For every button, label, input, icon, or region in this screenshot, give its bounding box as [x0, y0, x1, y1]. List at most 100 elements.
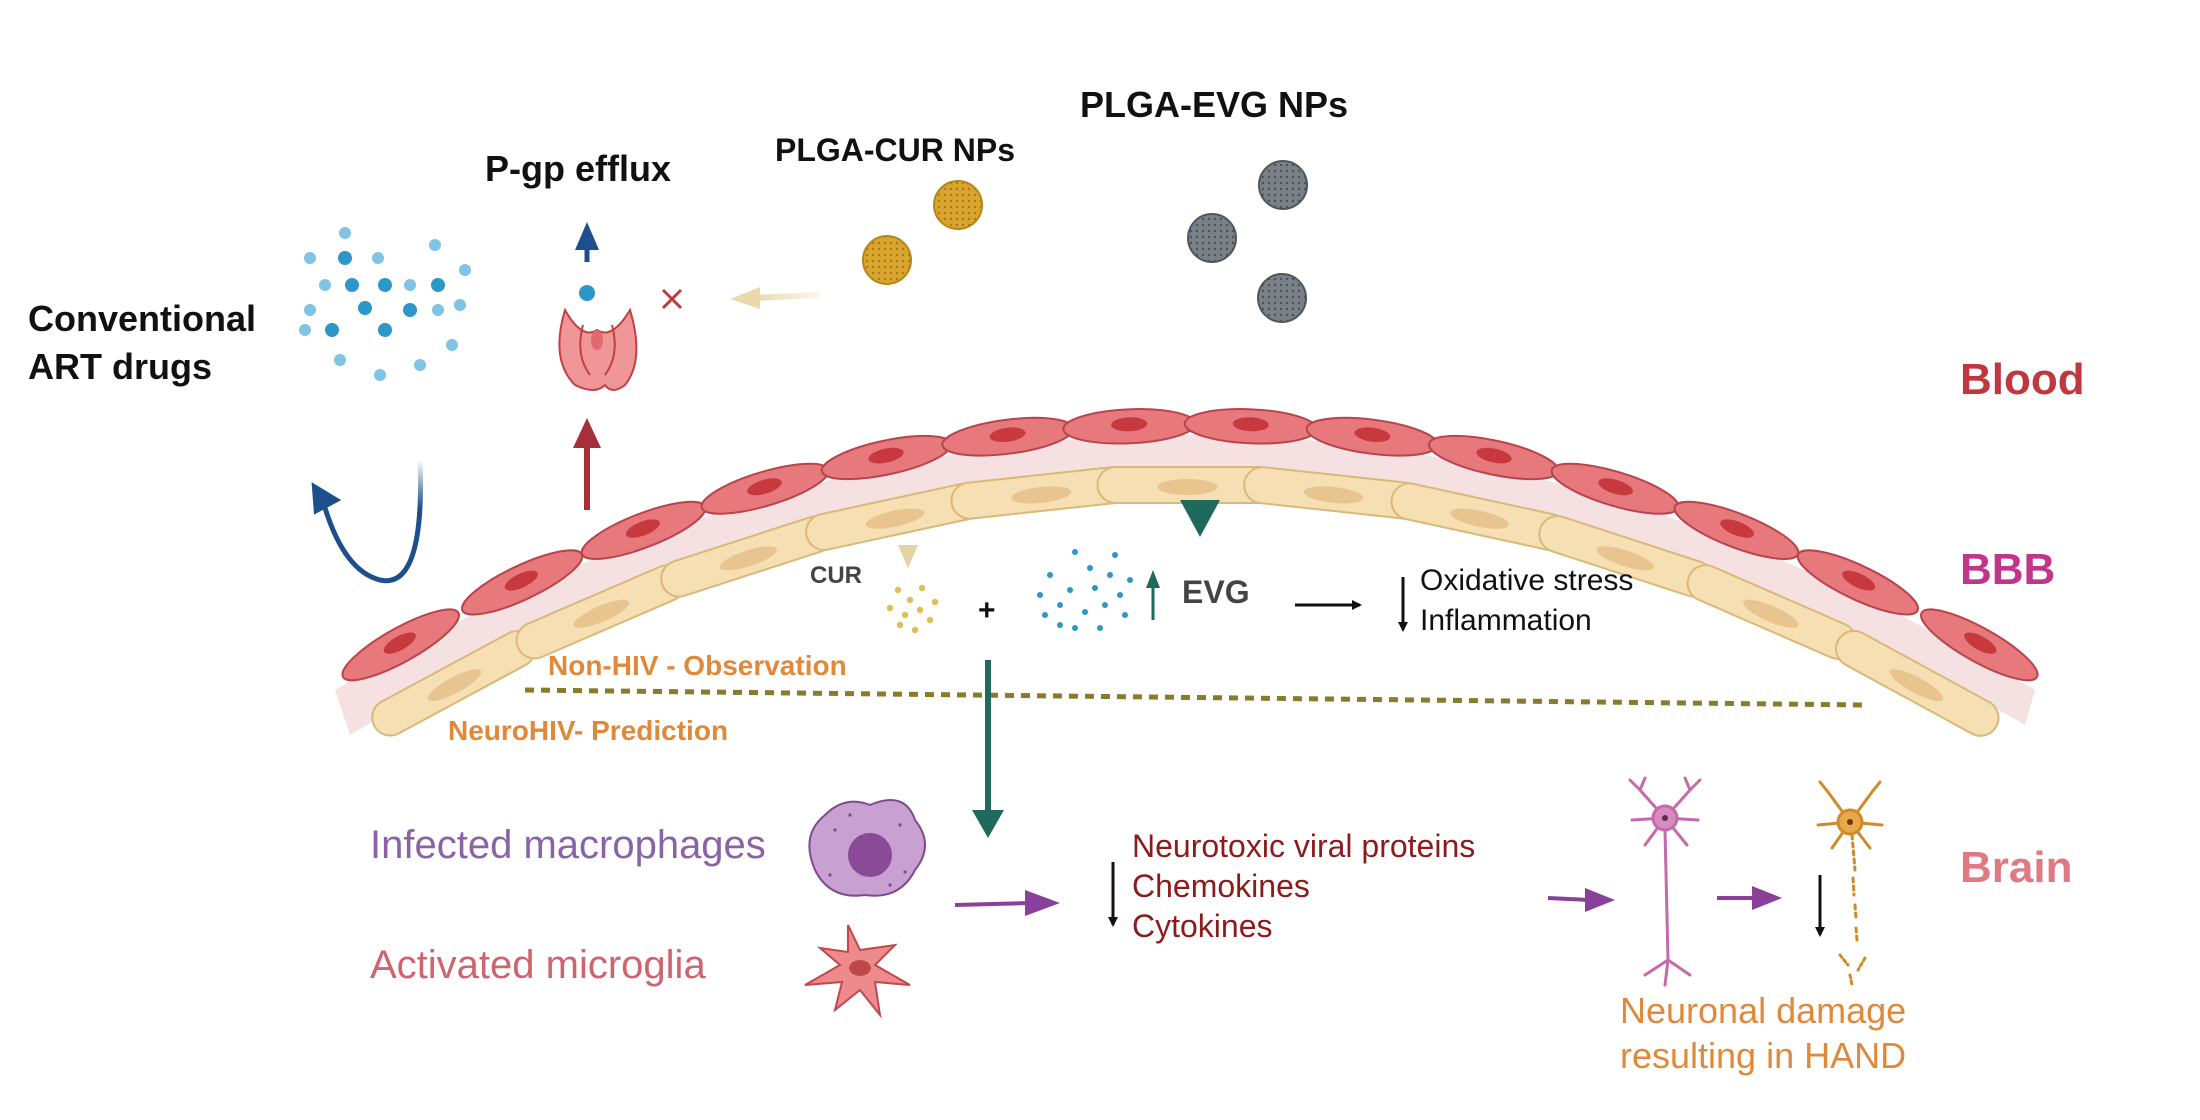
- pgp-up-arrowhead: [573, 418, 601, 448]
- healthy-neuron-icon: [1628, 776, 1702, 987]
- pgp-transporter-icon: [558, 307, 638, 391]
- drug-dot: [414, 359, 426, 371]
- drug-dot: [304, 304, 316, 316]
- evg-particle-dot: [1087, 565, 1093, 571]
- endothelial-layer: [341, 408, 2039, 682]
- evg-particles: [1037, 549, 1133, 631]
- drug-dot: [429, 239, 441, 251]
- drug-dot: [345, 278, 359, 292]
- drug-dot: [319, 279, 331, 291]
- bounce-back-arrow: [317, 459, 423, 584]
- cur-particle-dot: [918, 584, 926, 592]
- endothelial-cell: [1920, 608, 2039, 682]
- efflux-arrowhead: [575, 222, 599, 250]
- drug-dot: [431, 278, 445, 292]
- basement-membrane: [335, 435, 2035, 735]
- purple-arrow-1: [954, 901, 1031, 907]
- pgp-efflux-label: P-gp efflux: [485, 148, 671, 189]
- evg-particle-dot: [1127, 577, 1133, 583]
- drug-dot: [339, 227, 351, 239]
- evg-particle-dot: [1092, 585, 1098, 591]
- microglia-icon: [804, 924, 911, 1019]
- plga-evg-label: PLGA-EVG NPs: [1080, 84, 1349, 125]
- evg-particle-dot: [1107, 572, 1113, 578]
- purple-arrowhead-2: [1585, 888, 1615, 912]
- drug-dot: [325, 323, 339, 337]
- evg-nanoparticle-icon: [1187, 213, 1237, 263]
- drug-dot: [378, 278, 392, 292]
- astrocyte-endfoot: [1835, 629, 2000, 737]
- evg-particle-dot: [1037, 592, 1043, 598]
- cur-label: CUR: [810, 562, 862, 589]
- cur-nanoparticle-icon: [933, 180, 983, 230]
- inflammation-label: Inflammation: [1420, 604, 1592, 637]
- drug-dot: [338, 251, 352, 265]
- drug-dot: [454, 299, 466, 311]
- astrocyte-endfoot: [1243, 466, 1425, 520]
- neurotoxic-proteins-label: Neurotoxic viral proteins: [1132, 828, 1476, 864]
- purple-arrowhead-1: [1025, 890, 1060, 916]
- evg-particle-dot: [1117, 592, 1123, 598]
- cur-particle-dot: [916, 606, 924, 614]
- endothelial-cell: [1796, 549, 1919, 616]
- cur-particles: [886, 584, 939, 634]
- purple-arrow-2: [1547, 896, 1591, 902]
- drug-dot: [432, 304, 444, 316]
- neuronal-damage-label-2: resulting in HAND: [1620, 1035, 1907, 1076]
- drug-dot: [459, 264, 471, 276]
- cur-blocked-arrowhead: [730, 287, 760, 309]
- plga-cur-label: PLGA-CUR NPs: [775, 132, 1016, 168]
- cur-particle-dot: [901, 611, 909, 619]
- endothelial-cell: [941, 416, 1075, 457]
- non-hiv-observation-label: Non-HIV - Observation: [548, 650, 847, 681]
- evg-particle-dot: [1112, 552, 1118, 558]
- evg-nanoparticle-icon: [1258, 160, 1308, 210]
- brain-label: Brain: [1960, 843, 2073, 892]
- astrocyte-layer: [371, 466, 2000, 737]
- damaged-neuron-icon: [1816, 780, 1884, 987]
- combo-arrowhead: [972, 810, 1004, 838]
- evg-particle-dot: [1102, 602, 1108, 608]
- cur-particle-dot: [896, 621, 904, 629]
- conventional-art-label-2: ART drugs: [28, 346, 212, 387]
- blocked-x-icon: [661, 288, 683, 310]
- evg-particle-dot: [1057, 602, 1063, 608]
- purple-arrowhead-3: [1752, 886, 1782, 910]
- bounce-back-arrowhead: [311, 482, 342, 515]
- endothelial-cell: [1305, 416, 1439, 457]
- cytokines-label: Cytokines: [1132, 908, 1273, 944]
- drug-dot: [404, 279, 416, 291]
- evg-label: EVG: [1182, 574, 1250, 610]
- drug-dot: [446, 339, 458, 351]
- drug-dot: [403, 303, 417, 317]
- efflux-drug-dot: [579, 285, 595, 301]
- cur-particle-dot: [906, 596, 914, 604]
- blood-label: Blood: [1960, 355, 2085, 404]
- activated-microglia-label: Activated microglia: [370, 943, 706, 987]
- evg-nanoparticle-icon: [1257, 273, 1307, 323]
- evg-particle-dot: [1072, 549, 1078, 555]
- cur-particle-dot: [886, 604, 894, 612]
- art-drug-particles: [299, 227, 471, 381]
- neurohiv-prediction-label: NeuroHIV- Prediction: [448, 715, 729, 746]
- bbb-arc: [335, 408, 2039, 737]
- cur-particle-dot: [894, 586, 902, 594]
- oxidative-stress-label: Oxidative stress: [1420, 564, 1634, 597]
- evg-particle-dot: [1097, 625, 1103, 631]
- endothelial-cell: [1427, 434, 1560, 481]
- evg-particle-dot: [1122, 612, 1128, 618]
- macrophage-icon: [808, 799, 926, 897]
- evg-particle-dot: [1047, 572, 1053, 578]
- cur-particle-dot: [926, 616, 934, 624]
- evg-particle-dot: [1072, 625, 1078, 631]
- cur-particle-dot: [911, 626, 919, 634]
- evg-particle-dot: [1057, 622, 1063, 628]
- cur-particle-dot: [931, 598, 939, 606]
- endothelial-cell: [461, 549, 584, 616]
- drug-dot: [334, 354, 346, 366]
- drug-dot: [299, 324, 311, 336]
- cur-blocked-arrow: [754, 292, 821, 301]
- drug-dot: [374, 369, 386, 381]
- infected-macrophages-label: Infected macrophages: [370, 823, 766, 867]
